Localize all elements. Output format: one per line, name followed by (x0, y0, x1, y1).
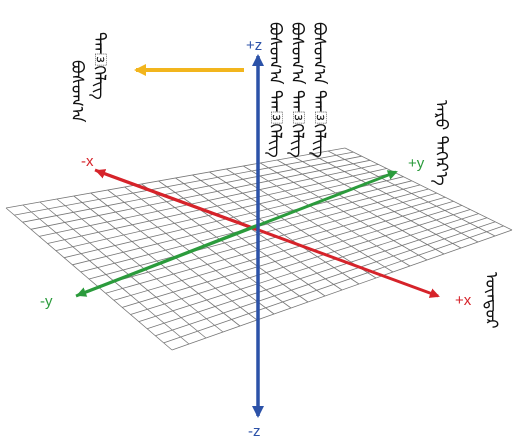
grid-line (146, 217, 488, 330)
grid-line (155, 221, 496, 337)
y-caption: ᠠᠷᠤ ᠳᠡᠭᠡᠷ᠎ᠡ (431, 100, 451, 186)
x-neg-label: -x (81, 153, 94, 170)
grid-line (293, 156, 462, 249)
x-caption: ᠦᠨᠳᠦᠷ (481, 272, 501, 329)
grid-line (260, 162, 428, 261)
grid-line (209, 171, 377, 279)
grid-line (192, 174, 360, 285)
grid-line (277, 159, 445, 255)
grid-line (113, 200, 454, 301)
grid-line (138, 213, 479, 322)
y-neg-label: -y (40, 293, 53, 310)
grid-line (243, 165, 411, 267)
grid-line (310, 153, 479, 243)
x-axis-neg-arrow (95, 169, 259, 232)
z-caption-line-1: ᠪᠣᠰᠤᠭ᠎ᠠ ᠲᠡᠨ᠍ᠬᠡᠯᠢᠭ (265, 22, 285, 158)
z-pos-label: +z (246, 37, 262, 54)
grid-line (122, 205, 463, 308)
y-pos-label: +y (408, 155, 425, 172)
grid-line (130, 209, 471, 315)
pointer-caption-line-2: ᠲᠡᠨ᠍ᠬᠡᠯᠢᠭ (89, 32, 109, 100)
grid-line (226, 168, 394, 273)
pointer-caption-line-1: ᠪᠣᠰᠤᠭ᠎ᠠ (67, 60, 87, 123)
z-caption-line-2: ᠪᠣᠰᠤᠭ᠎ᠠ ᠲᠡᠨ᠍ᠬᠡᠯᠢᠭ (287, 22, 307, 158)
x-pos-label: +x (455, 292, 472, 309)
grid-line (327, 150, 496, 237)
grid-line (97, 192, 437, 287)
grid-line (171, 229, 513, 351)
grid-line (344, 147, 513, 231)
grid-line (163, 225, 504, 344)
z-neg-label: -z (248, 423, 261, 439)
y-axis-neg-arrow (76, 223, 259, 297)
grid-line (105, 196, 446, 294)
z-caption-line-3: ᠪᠣᠰᠤᠭ᠎ᠠ ᠲᠡᠨ᠍ᠬᠡᠯᠢᠭ (309, 22, 329, 158)
